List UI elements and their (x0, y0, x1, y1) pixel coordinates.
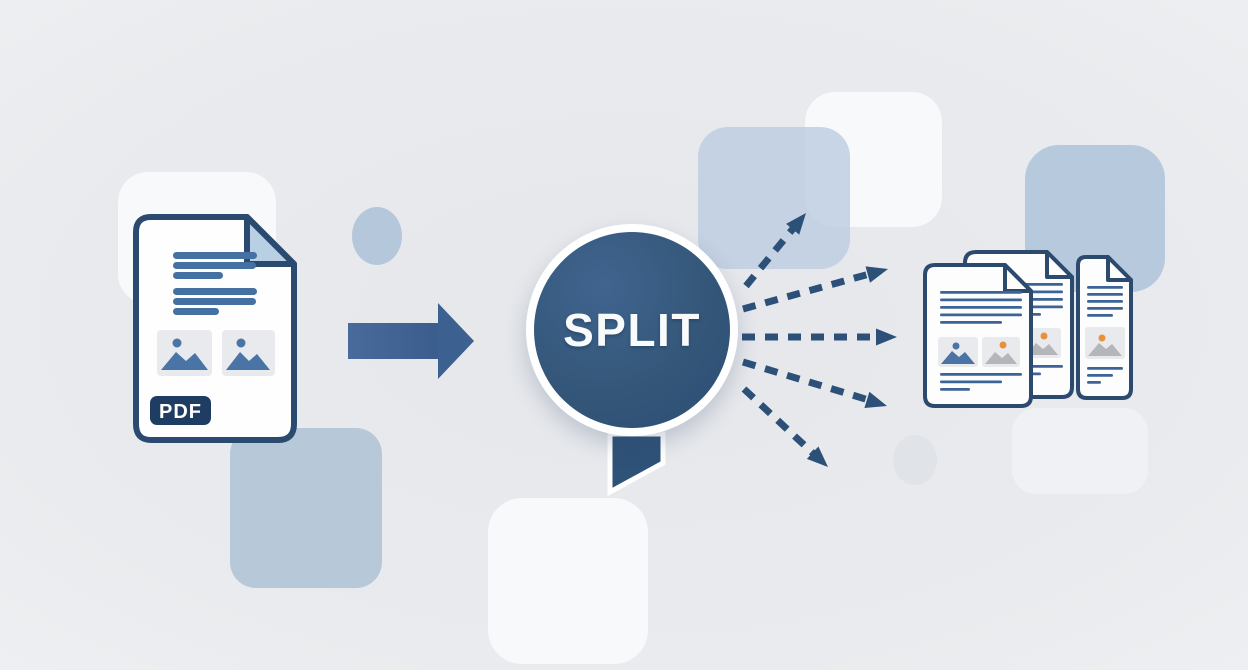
arrow-head-icon (876, 328, 897, 346)
arrow-head-icon (786, 213, 806, 235)
mountain-icon (161, 352, 208, 370)
text-line (173, 288, 257, 295)
text-line (173, 298, 256, 305)
right-arrow-icon (348, 303, 474, 379)
sun-dot-icon (1098, 334, 1106, 342)
arrow-head-icon (806, 446, 828, 467)
folded-corner-icon (1045, 250, 1074, 279)
tail-shape (607, 431, 666, 497)
sun-dot-icon (952, 342, 960, 350)
image-placeholder (222, 330, 275, 376)
text-line (173, 262, 256, 269)
decor-square-top-center-blue (698, 127, 850, 269)
text-lines (1087, 367, 1123, 384)
image-placeholder (982, 337, 1020, 367)
pdf-badge: PDF (150, 396, 211, 425)
decor-ellipse-bottom-right (893, 435, 937, 485)
text-line (173, 308, 219, 315)
sun-dot-icon (1040, 332, 1048, 340)
decor-square-bottom-center (488, 498, 648, 664)
folded-corner-icon (1003, 263, 1033, 293)
pdf-badge-label: PDF (159, 401, 202, 423)
mountain-icon (226, 352, 270, 370)
arrow-head-icon (865, 266, 888, 283)
sun-dot-icon (999, 341, 1007, 349)
text-lines (940, 373, 1022, 391)
decor-ellipse-left (352, 207, 402, 265)
folded-corner-icon (1106, 255, 1133, 282)
text-lines (1087, 286, 1123, 317)
decor-rect-bottom-right (1012, 408, 1148, 494)
image-placeholder (157, 330, 212, 376)
mountain-icon (985, 352, 1017, 364)
source-pdf-document: PDF (133, 214, 297, 443)
decor-square-bottom-left (230, 428, 382, 588)
arrow-head (438, 303, 474, 379)
image-placeholder (1085, 327, 1125, 359)
text-line (173, 272, 223, 279)
split-label: SPLIT (563, 304, 701, 356)
mountain-icon (941, 351, 975, 364)
image-placeholder (938, 337, 978, 367)
output-document-back (1076, 255, 1133, 400)
split-dashed-arrows (741, 213, 897, 467)
text-lines (173, 252, 257, 315)
dashed-arrow-5 (741, 386, 819, 459)
arrow-shaft (348, 323, 440, 359)
split-bubble-tail (607, 431, 666, 497)
dashed-arrow-2 (742, 269, 874, 313)
output-document-front (923, 263, 1033, 408)
text-line (173, 252, 257, 259)
mountain-icon (1088, 343, 1122, 356)
folded-corner-icon (244, 214, 297, 267)
mountain-icon (1026, 343, 1058, 355)
split-circle-fill: SPLIT (534, 232, 730, 428)
sun-dot-icon (236, 338, 246, 348)
dashed-arrow-4 (741, 358, 874, 405)
dashed-arrow-1 (743, 222, 799, 289)
sun-dot-icon (172, 338, 182, 348)
arrow-head-icon (864, 391, 887, 408)
text-lines (940, 291, 1022, 324)
split-circle: SPLIT (526, 224, 738, 436)
